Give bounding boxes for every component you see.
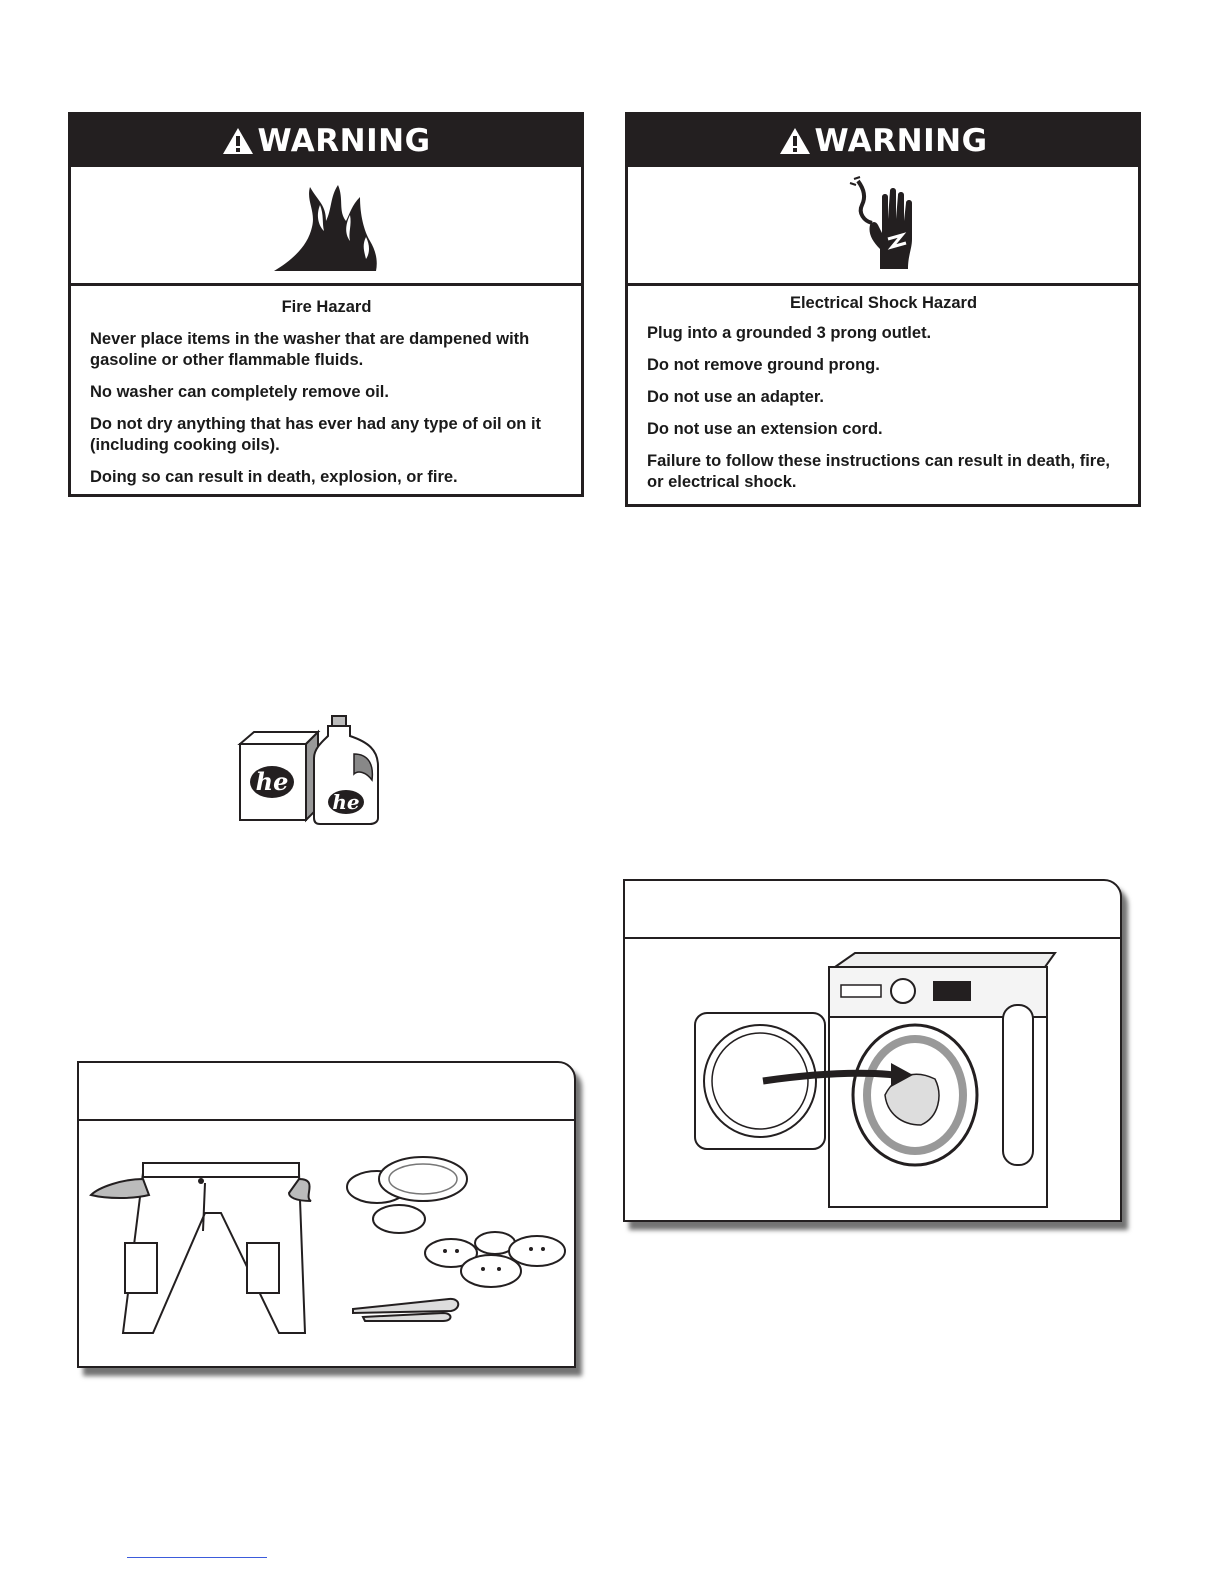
load-washer-panel xyxy=(623,879,1122,1222)
warning-triangle-icon xyxy=(780,128,811,154)
empty-pockets-icon xyxy=(89,1156,566,1334)
fire-hazard-warning: WARNING Fire Hazard Never place items in… xyxy=(68,112,584,497)
warning-triangle-icon xyxy=(223,128,254,154)
warning-line: Do not use an extension cord. xyxy=(647,420,883,438)
he-logo: he xyxy=(256,767,289,796)
warning-line: Doing so can result in death, explosion,… xyxy=(90,468,458,486)
warning-header: WARNING xyxy=(71,115,581,167)
he-logo: he xyxy=(332,790,359,814)
front-load-washer-icon xyxy=(694,952,1057,1208)
he-detergent-icon: he he xyxy=(237,715,379,825)
electrical-shock-warning: WARNING Electrical Shock Hazard Plug int… xyxy=(625,112,1141,507)
warning-header: WARNING xyxy=(628,115,1138,167)
electric-shock-hand-icon xyxy=(849,176,912,269)
warning-line: Never place items in the washer that are… xyxy=(90,330,530,369)
panel-header xyxy=(79,1063,574,1121)
hazard-title: Electrical Shock Hazard xyxy=(789,294,978,312)
footer-link-underline[interactable] xyxy=(127,1557,267,1558)
warning-body: Fire Hazard Never place items in the was… xyxy=(71,286,581,507)
warning-line: Do not dry anything that has ever had an… xyxy=(90,415,542,454)
warning-line: Plug into a grounded 3 prong outlet. xyxy=(647,324,932,342)
warning-line: Do not remove ground prong. xyxy=(647,356,880,374)
safety-pins-icon xyxy=(352,1297,460,1315)
empty-pockets-panel xyxy=(77,1061,576,1368)
warning-body: Electrical Shock Hazard Plug into a grou… xyxy=(628,286,1138,512)
buttons-icon xyxy=(424,1238,478,1268)
warning-title: WARNING xyxy=(257,123,431,159)
warning-line: No washer can completely remove oil. xyxy=(90,383,389,401)
shock-symbol-area xyxy=(628,167,1138,286)
warning-line: Do not use an adapter. xyxy=(647,388,824,406)
panel-header xyxy=(625,881,1120,939)
warning-title: WARNING xyxy=(814,123,988,159)
fire-icon xyxy=(274,185,377,271)
hazard-title: Fire Hazard xyxy=(281,298,372,316)
warning-line: Failure to follow these instructions can… xyxy=(647,452,1110,491)
fire-symbol-area xyxy=(71,167,581,286)
